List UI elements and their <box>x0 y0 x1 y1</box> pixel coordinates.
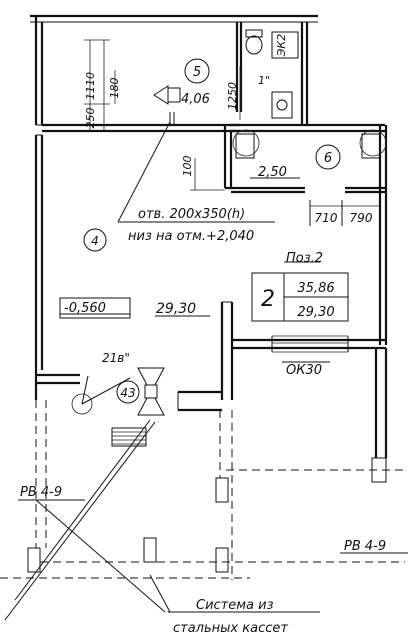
section-mark-left: РВ 4-9 <box>20 485 62 500</box>
callout-line-1: Система из <box>196 598 274 613</box>
room-5-marker: 5 <box>184 58 210 84</box>
dim-710: 710 <box>315 211 338 225</box>
room-6-number: 6 <box>324 151 332 166</box>
ek-label: ЭК2 <box>275 34 288 58</box>
callout-line-2: стальных кассет <box>173 621 288 636</box>
leader-lines <box>4 121 408 621</box>
position-number: 2 <box>261 287 275 312</box>
window-mark: ОК30 <box>286 363 322 378</box>
room-4-number: 4 <box>91 234 99 248</box>
dim-100: 100 <box>181 156 194 177</box>
position-bottom-value: 29,30 <box>297 305 334 320</box>
position-top-value: 35,86 <box>297 281 334 296</box>
room-4-area: 29,30 <box>156 301 196 317</box>
room-6-area: 2,50 <box>258 165 287 180</box>
walls <box>27 14 388 573</box>
section-mark-right: РВ 4-9 <box>344 539 386 554</box>
dim-180: 180 <box>108 78 121 99</box>
room-4-marker: 4 <box>83 228 107 252</box>
room-5-number: 5 <box>193 65 201 80</box>
fixtures <box>71 29 387 447</box>
opening-line-2: низ на отм.+2,040 <box>128 229 254 244</box>
dim-1250: 1250 <box>226 82 239 110</box>
room-6-marker: 6 <box>315 144 341 170</box>
elevation-label: -0,560 <box>64 301 106 316</box>
opening-line-1: отв. 200х350(h) <box>138 207 245 222</box>
dashed-lines <box>0 400 405 580</box>
riser-label: 21в" <box>102 351 130 365</box>
bath-mark: 1" <box>258 74 270 87</box>
hatched-duct <box>111 427 147 447</box>
position-box <box>251 272 349 322</box>
riser-marker: 43 <box>116 380 140 404</box>
dim-250: 250 <box>84 108 97 129</box>
room-5-area: 4,06 <box>181 92 210 107</box>
position-label: Поз.2 <box>286 251 323 266</box>
riser-number: 43 <box>120 386 135 400</box>
dim-1110: 1110 <box>84 72 97 100</box>
dimension-lines <box>84 39 381 226</box>
dim-790: 790 <box>350 211 373 225</box>
